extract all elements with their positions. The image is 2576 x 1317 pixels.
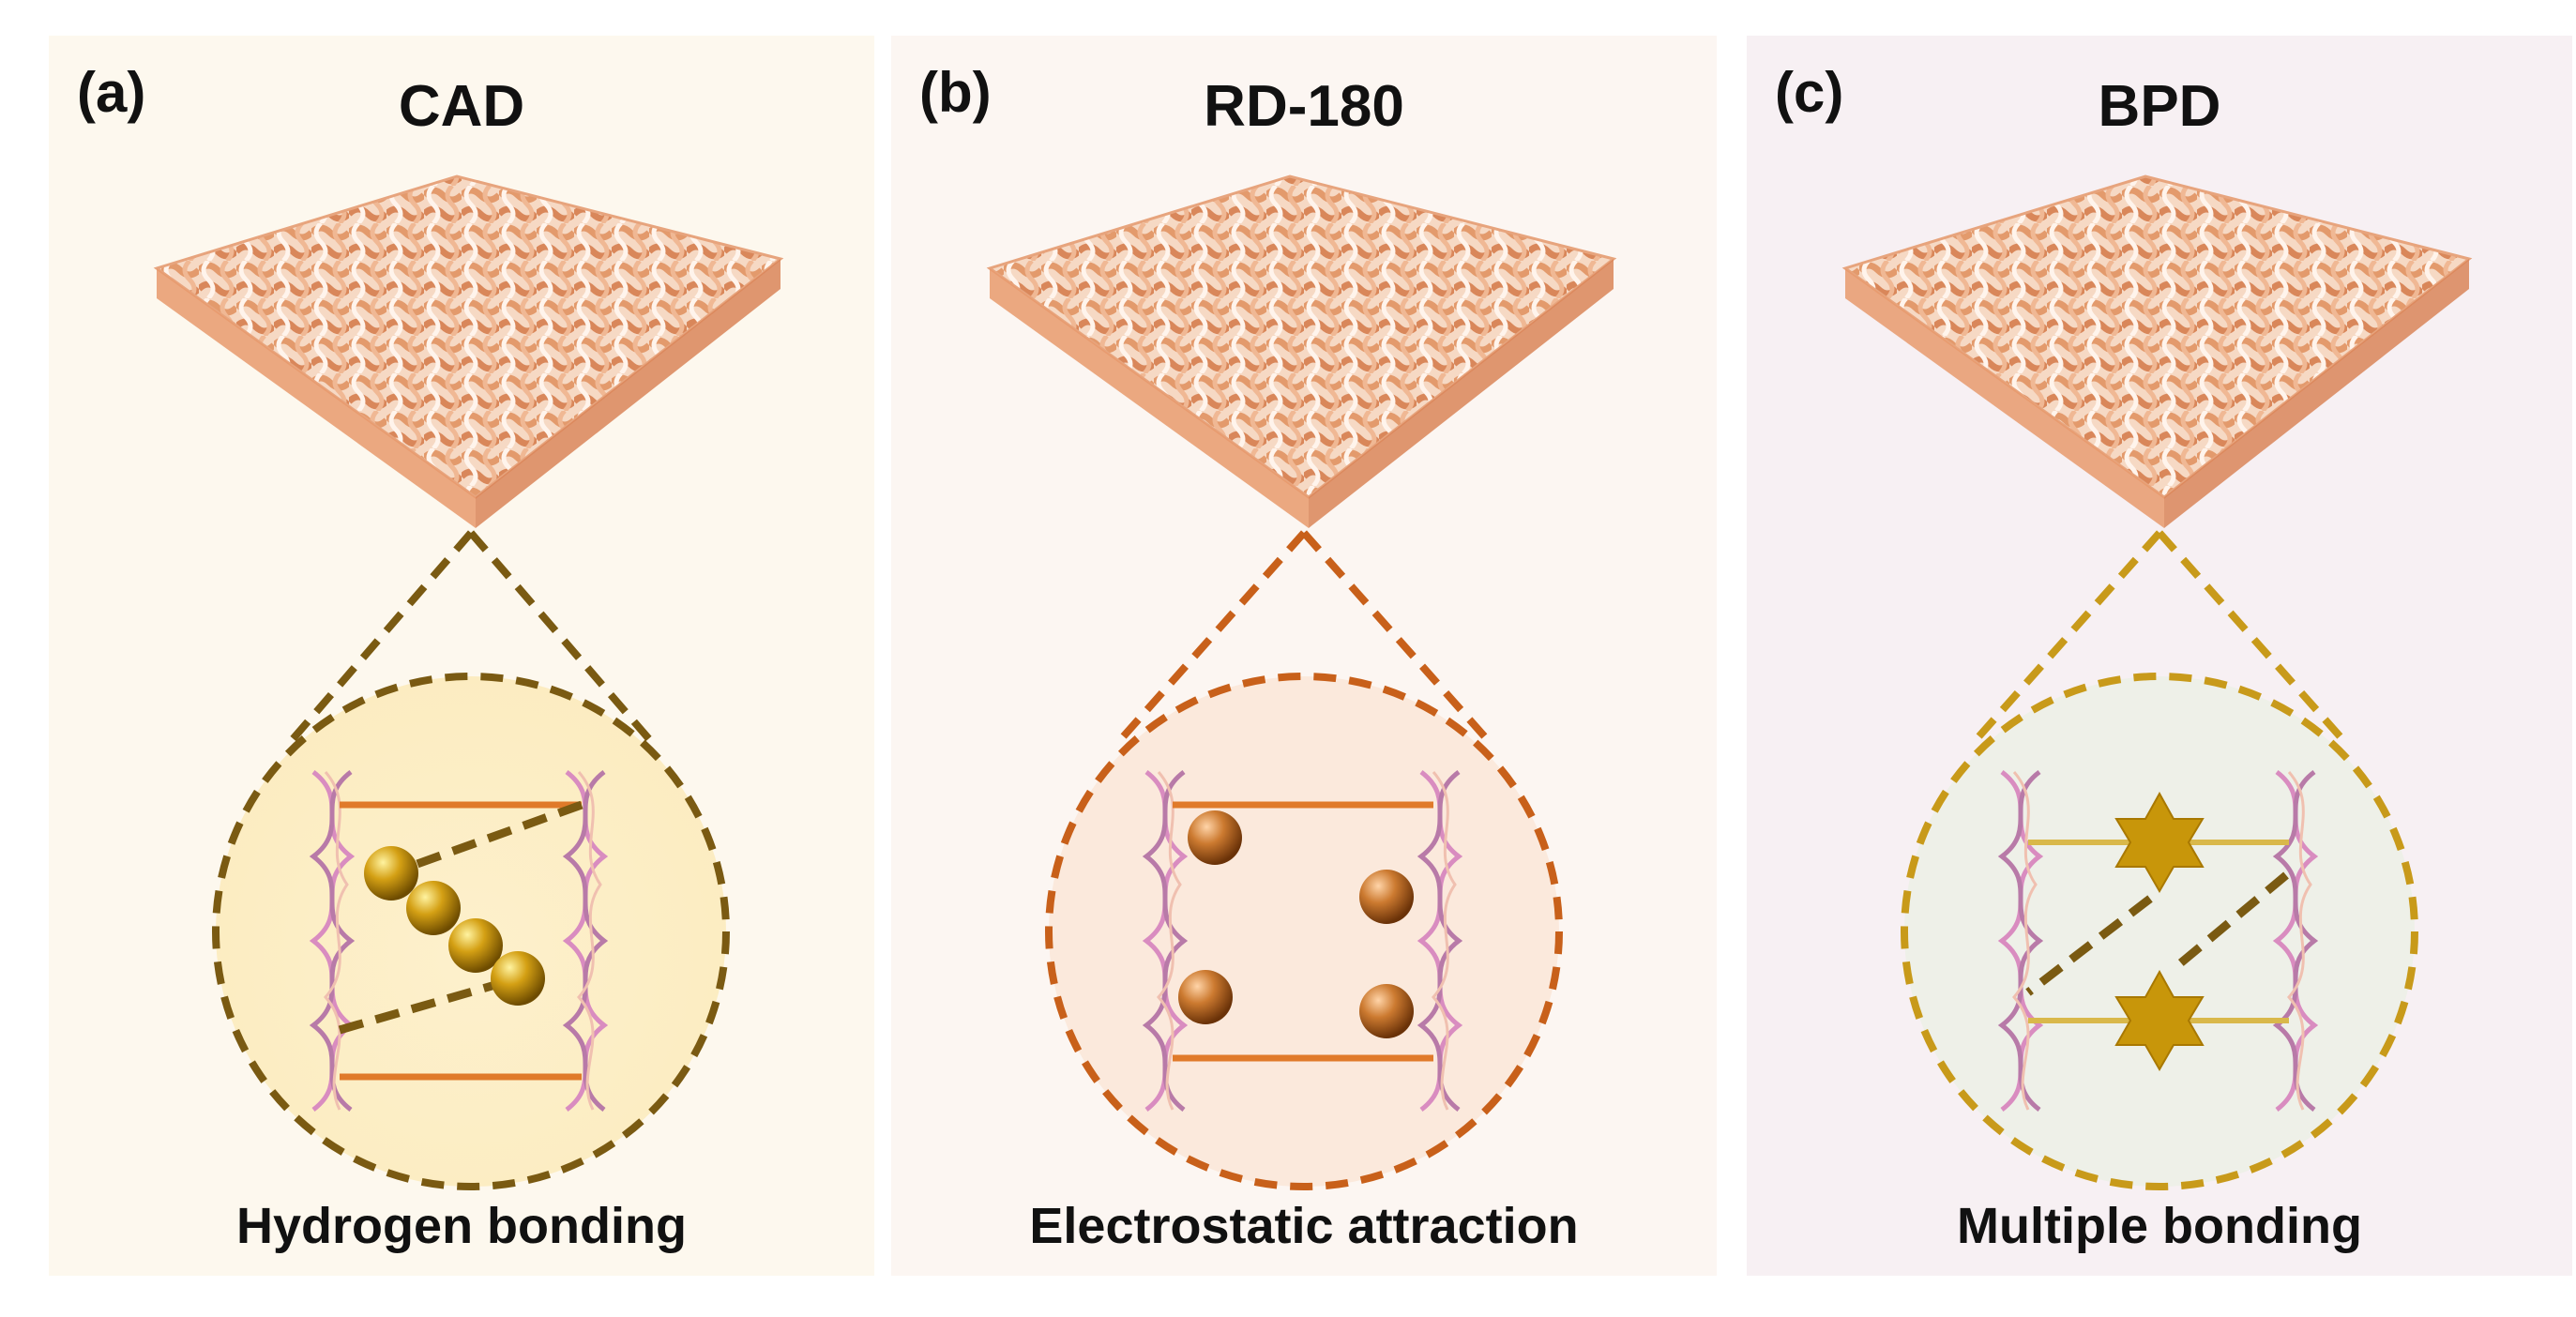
- zoom-circle: [1045, 673, 1563, 1190]
- star-icon: [2114, 791, 2205, 894]
- gold-sphere-icon: [364, 846, 545, 1006]
- double-helix-icon: [1417, 770, 1463, 1112]
- woven-fabric-icon: [153, 174, 784, 528]
- zoom-callout-lines: [1974, 530, 2345, 742]
- panel-letter: (c): [1775, 61, 1844, 124]
- zoom-circle: [1901, 673, 2418, 1190]
- zoom-callout-lines: [289, 530, 653, 742]
- double-helix-icon: [562, 770, 609, 1112]
- panel-title: BPD: [2098, 74, 2221, 139]
- hydrogen-bond-line: [389, 800, 583, 878]
- panel-letter: (a): [77, 61, 146, 124]
- woven-fabric-icon: [986, 174, 1617, 528]
- copper-sphere-icon: [1178, 810, 1414, 1038]
- hydrogen-bond-line: [2171, 871, 2289, 973]
- zoom-callout-lines: [1118, 530, 1490, 742]
- hydrogen-bond-line: [338, 974, 520, 1035]
- panel-caption: Electrostatic attraction: [1029, 1198, 1579, 1254]
- panel-caption: Hydrogen bonding: [236, 1198, 687, 1254]
- panel-c-graphic: [1747, 36, 2572, 1276]
- panel-title: CAD: [398, 74, 525, 139]
- panel-title: RD-180: [1204, 74, 1404, 139]
- double-helix-icon: [309, 770, 356, 1112]
- panel-caption: Multiple bonding: [1957, 1198, 2362, 1254]
- double-helix-icon: [1142, 770, 1189, 1112]
- panel-b-graphic: [891, 36, 1717, 1276]
- double-helix-icon: [1997, 770, 2044, 1112]
- panel-a-graphic: [49, 36, 874, 1276]
- woven-fabric-icon: [1841, 174, 2473, 528]
- panel-a: (a) CAD Hydrogen bonding: [49, 36, 874, 1276]
- star-icon: [2114, 969, 2205, 1072]
- double-helix-icon: [2272, 770, 2319, 1112]
- panel-c: (c) BPD Multiple bonding: [1747, 36, 2572, 1276]
- panel-b: (b) RD-180 Electrostatic attraction: [891, 36, 1717, 1276]
- panel-letter: (b): [919, 61, 992, 124]
- hydrogen-bond-line: [2025, 895, 2153, 996]
